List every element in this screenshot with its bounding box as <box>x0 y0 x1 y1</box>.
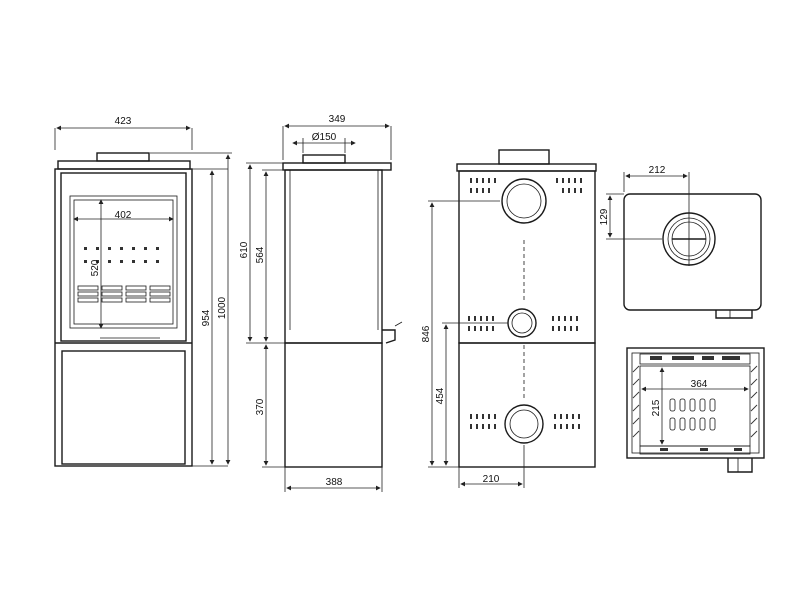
front-grille <box>77 285 171 303</box>
side-upper-inner-label: 564 <box>255 246 266 263</box>
side-width-label: 349 <box>329 114 346 125</box>
front-window-width-label: 402 <box>115 210 132 221</box>
back-vents <box>468 178 582 429</box>
side-lower-height-label: 370 <box>255 398 266 415</box>
front-total-height-label: 1000 <box>217 296 228 319</box>
grate-slots <box>669 398 716 431</box>
top-view <box>606 172 762 319</box>
back-lower-height-label: 454 <box>435 387 446 404</box>
firebox-view <box>626 347 765 473</box>
front-window-height-label: 520 <box>90 259 101 276</box>
door-handle <box>382 329 396 344</box>
side-view <box>246 123 403 492</box>
top-offset-y-label: 129 <box>599 208 610 225</box>
front-view <box>54 125 232 467</box>
burner-dots <box>84 247 159 263</box>
back-height-label: 846 <box>421 325 432 342</box>
back-view <box>428 149 597 488</box>
side-base-width-label: 388 <box>326 477 343 488</box>
front-width-label: 423 <box>115 116 132 127</box>
side-upper-height-label: 610 <box>239 241 250 258</box>
top-offset-x-label: 212 <box>649 165 666 176</box>
firebox-width-label: 364 <box>691 379 708 390</box>
front-body-height-label: 954 <box>201 309 212 326</box>
back-offset-label: 210 <box>483 474 500 485</box>
firebox-depth-label: 215 <box>651 399 662 416</box>
firebox-walls <box>632 353 758 455</box>
side-flue-label: Ø150 <box>312 132 337 143</box>
